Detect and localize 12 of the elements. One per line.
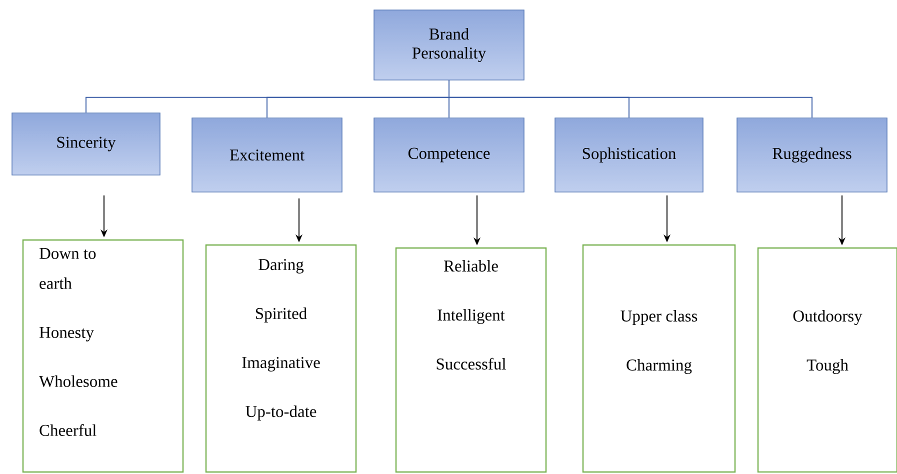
category-box: Ruggedness: [736, 118, 888, 192]
category-box: Competence: [374, 118, 524, 192]
trait-box: Outdoorsy Tough: [757, 247, 897, 473]
trait-box: Upper class Charming: [582, 244, 736, 473]
category-box: Sophistication: [554, 118, 704, 192]
trait-box: Reliable Intelligent Successful: [395, 247, 547, 473]
category-box: Sincerity: [12, 112, 160, 176]
category-box: Brand Personality: [374, 10, 524, 80]
category-box: Excitement: [192, 118, 342, 192]
connector-line: [448, 80, 812, 118]
trait-box: Daring Spirited Imaginative Up-to-date: [205, 244, 357, 473]
trait-box: Down to earth Honesty Wholesome Cheerful: [22, 239, 184, 473]
